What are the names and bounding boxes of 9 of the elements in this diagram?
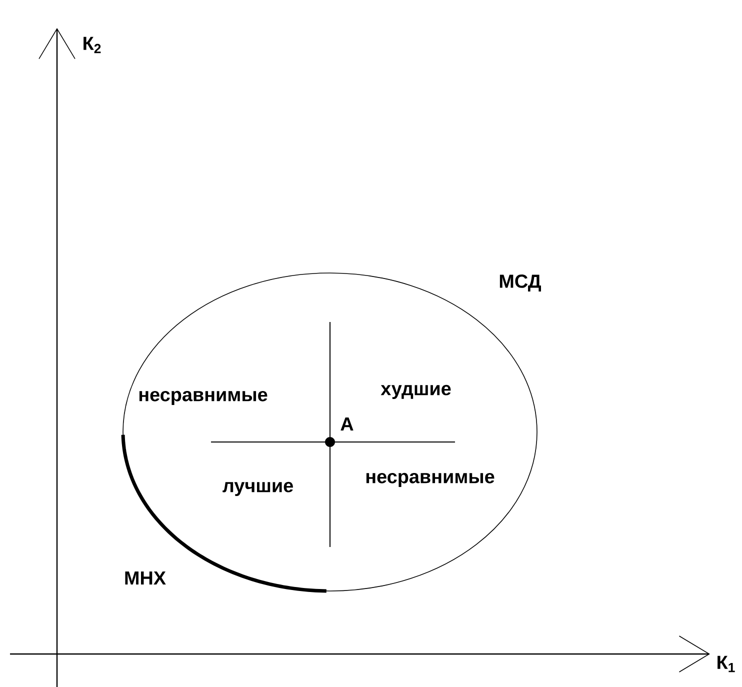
axis-label: К$_{1}$ (718, 656, 735, 672)
region-label: МНХ (125, 572, 166, 584)
region-label: лучшие (222, 482, 293, 496)
region-label: худшие (380, 384, 451, 400)
point-label: А (340, 418, 354, 430)
region-label: МСД (500, 274, 541, 292)
axis-label: К$_{2}$ (84, 36, 101, 54)
region-label: несравнимые (139, 390, 268, 406)
region-label: несравнимые (366, 472, 494, 488)
